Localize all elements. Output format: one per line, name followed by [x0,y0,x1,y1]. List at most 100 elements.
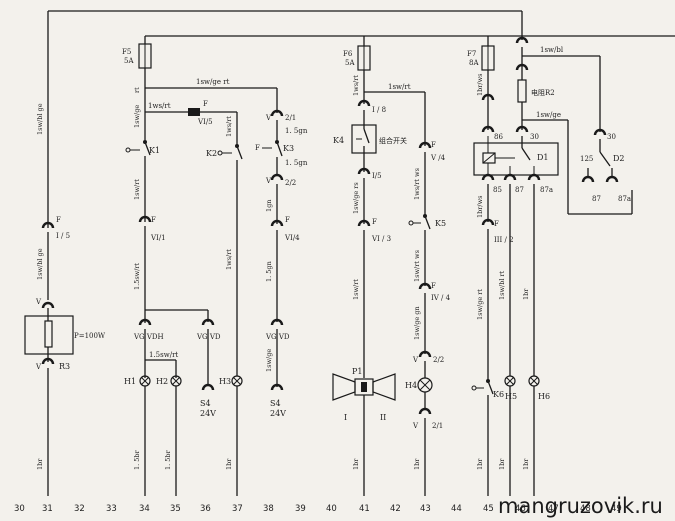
switch-k6: K6 [493,390,504,399]
socket-s4-voltage: 24V [200,409,216,418]
d2-pin-30: 30 [607,133,616,141]
switch-k3: K3 [283,144,294,153]
horn-p1-left: I [344,413,347,422]
wire-label: 1sw/rt [388,83,411,91]
switch-k5: K5 [435,219,446,228]
connector-pin: 2/2 [433,356,444,364]
relay-d2-label: D2 [613,154,625,163]
wire-label: 1br/ws [476,196,484,219]
watermark: mangruzovik.ru [498,494,663,518]
column-number-40: 40 [326,504,337,514]
column-number-35: 35 [170,504,181,514]
wire-label: 1sw/ge [133,105,141,128]
switch-k4-label: K4 [333,136,344,145]
d2-pin-125: 125 [580,155,593,163]
column-number-44: 44 [451,504,462,514]
relay-pin-87: 87 [515,186,524,194]
column-number-38: 38 [263,504,274,514]
fuse-rating: 8A [469,59,479,67]
column-number-36: 36 [200,504,211,514]
column-number-43: 43 [420,504,431,514]
connector-pin: 2/1 [285,114,296,122]
power-rails [47,10,675,228]
connector-v: V [35,298,42,306]
relay-pin-30: 30 [530,133,539,141]
resistor-r3 [44,320,53,348]
circuit-f7: F7 8A 1br/ws 86 1sw/bl 电阻R2 1sw/ge 30 [467,36,633,496]
wire-label: 1.5sw/rt [149,351,178,359]
circuit-f6: F6 5A 1ws/rt I / 8 1sw/rt K4 组合开关 I/5 1s… [332,36,451,496]
wire-label: 1ws/rt [148,102,171,110]
connector-pin: I / 8 [372,106,386,114]
connector-letter: F [431,141,436,149]
column-number-48: 48 [580,504,591,514]
wire-label: 1br [522,288,530,300]
wire-label: 1ws/rt [225,249,233,270]
relay-d1-label: D1 [537,153,549,162]
connector-pin: VI/5 [197,118,213,126]
relay-pin-87a: 87a [540,186,553,194]
resistor-r3-label: R3 [59,362,70,371]
switch-k4-text: 组合开关 [379,136,407,145]
wire-label: 1br [36,458,44,470]
fuse-code: F6 [343,50,353,58]
connector-pin: VI / 3 [371,235,391,243]
wire-label: 1sw/rt [352,279,360,300]
wire-label: 1br [498,458,506,470]
wire-label: 1sw/rt ws [413,250,421,282]
connector-pin: 2/2 [285,179,296,187]
wire-label: 1br [352,458,360,470]
connector-vg-vdh: VG VDH [133,333,164,341]
connector-pin: VI/1 [150,234,166,242]
resistor-r2 [517,79,527,103]
wire-label: 1sw/ge gn [413,306,421,340]
wire-label: 1ws/rt [225,116,233,137]
fuse-code: F5 [122,48,131,56]
lamp-h6-label: H6 [538,392,550,401]
connector-pin: III / 2 [494,236,514,244]
resistor-power: P=100W [74,332,106,340]
relay-d1 [473,142,559,176]
connector-letter: F [494,220,499,228]
connector-pin: VI/4 [284,234,300,242]
connector-pin: I/5 [372,172,382,180]
relay-pin-85: 85 [493,186,502,194]
connector-letter: V [412,422,419,430]
d2-pin-87: 87 [592,195,601,203]
lamp-h2-label: H2 [156,377,168,386]
fuse-rating: 5A [345,59,355,67]
wire-label: 1.5sw/rt [133,262,141,290]
resistor-r2-label: 电阻R2 [531,88,555,97]
column-number-46: 46 [515,504,526,514]
lamp-h4-label: H4 [405,381,417,390]
wire-label: 1br [522,458,530,470]
column-number-47: 47 [548,504,559,514]
column-number-41: 41 [359,504,370,514]
connector-letter: F [431,282,436,290]
wire-label: 1. 5br [133,449,141,470]
connector-letter: F [56,216,61,224]
column-number-45: 45 [483,504,494,514]
wire-label: 1sw/bl rt [498,270,506,300]
connector-letter: F [372,218,377,226]
column-number-37: 37 [232,504,243,514]
wire-label: 1sw/rt [133,179,141,200]
connector-v: V [35,363,42,371]
wire-label: 1gn [265,200,273,212]
connector-pin: 2/1 [432,422,443,430]
socket-s4: S4 [270,399,281,408]
wire-label: 1br [225,458,233,470]
connector-letter: F [203,100,208,108]
wire-label: 1sw/ge rt [196,78,230,86]
wire-label: 1. 5gn [265,261,273,282]
resistor-r3-box [24,315,74,355]
wire-label: 1sw/bl ge [36,248,44,280]
switch-k2: K2 [206,149,217,158]
wire-label: 1sw/ge rs [352,182,360,214]
connector-pin: IV / 4 [431,294,451,302]
lamp-h5-label: H5 [505,392,517,401]
circuit-r3: 1sw/bl ge F I / 5 1sw/bl ge V P=100W V R… [24,103,106,496]
connector-letter: F [151,216,156,224]
wire-label: 1. 5gn [285,127,308,135]
